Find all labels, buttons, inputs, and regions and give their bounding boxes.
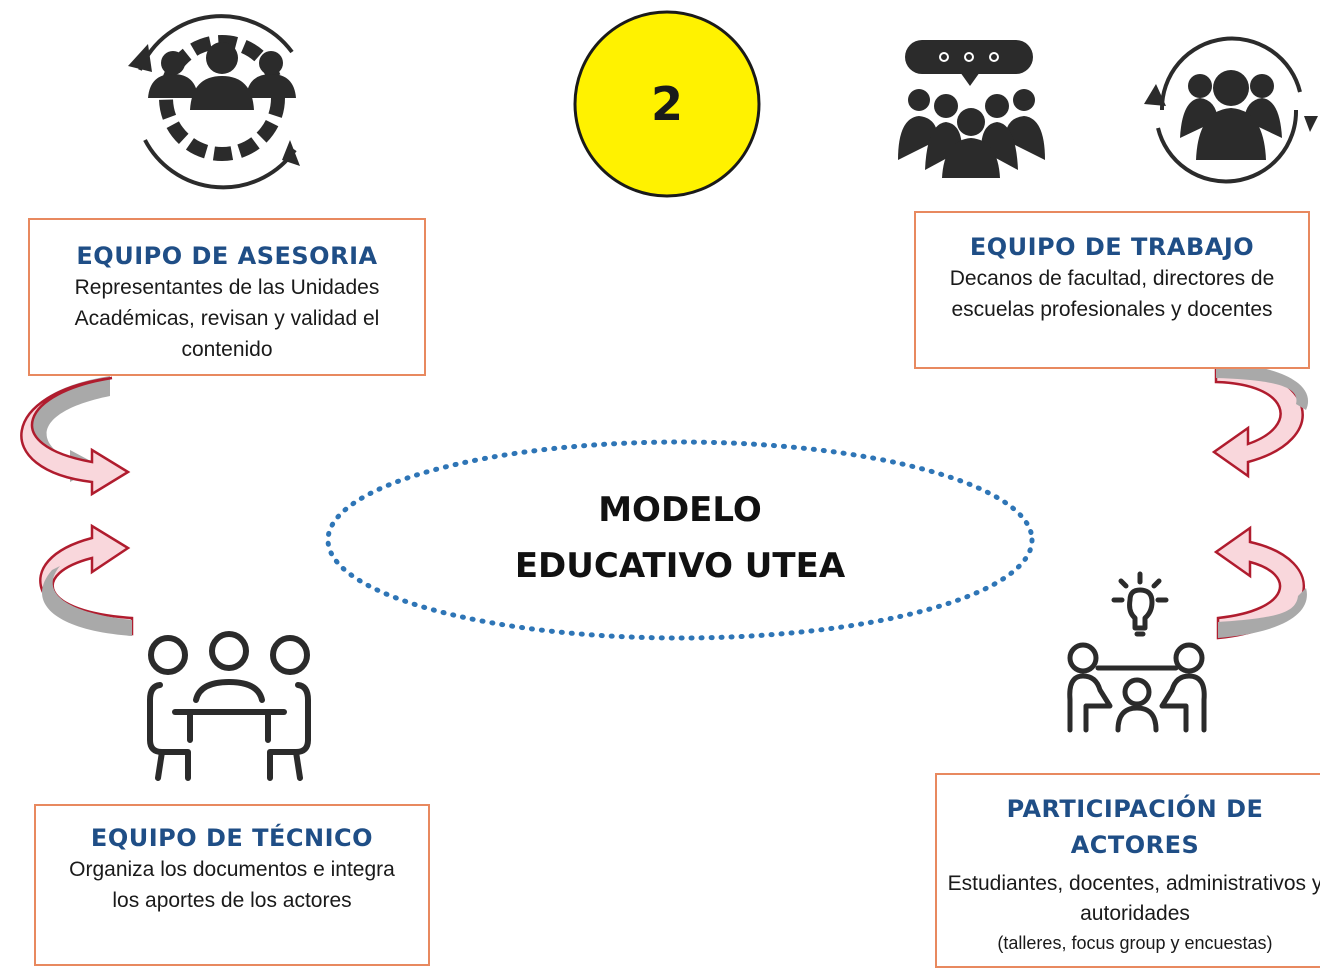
step-number: 2 — [650, 77, 683, 131]
team-note: (talleres, focus group y encuestas) — [997, 933, 1273, 953]
curved-arrow-right-bottom — [1213, 525, 1307, 640]
team-description: Organiza los documentos e integra los ap… — [69, 858, 395, 912]
group-chat-icon — [898, 40, 1045, 178]
team-description: Estudiantes, docentes, administrativos y… — [947, 872, 1320, 925]
team-box-asesoria: EQUIPO DE ASESORIA Representantes de las… — [28, 218, 426, 376]
center-title-line2: EDUCATIVO UTEA — [514, 546, 846, 586]
team-box-actores: PARTICIPACIÓN DE ACTORES Estudiantes, do… — [935, 773, 1320, 968]
step-circle — [573, 10, 761, 198]
team-title: EQUIPO DE TRABAJO — [969, 233, 1255, 261]
team-description: Representantes de las Unidades Académica… — [74, 276, 380, 361]
team-title: EQUIPO DE ASESORIA — [76, 242, 378, 270]
center-ellipse — [325, 439, 1035, 641]
meeting-table-icon — [147, 631, 311, 781]
curved-arrow-left-bottom — [39, 523, 134, 636]
group-cycle-icon — [1144, 36, 1318, 184]
team-title: PARTICIPACIÓN DE ACTORES — [1006, 795, 1264, 859]
center-title-line1: MODELO — [598, 490, 762, 530]
curved-arrow-left-top — [20, 376, 131, 497]
center-title: MODELO EDUCATIVO UTEA — [470, 482, 890, 594]
team-description: Decanos de facultad, directores de escue… — [949, 267, 1275, 321]
team-box-trabajo: EQUIPO DE TRABAJO Decanos de facultad, d… — [914, 211, 1310, 369]
team-gear-cycle-icon — [128, 14, 300, 190]
team-title: EQUIPO DE TÉCNICO — [90, 824, 374, 852]
team-box-tecnico: EQUIPO DE TÉCNICO Organiza los documento… — [34, 804, 430, 966]
curved-arrow-right-top — [1211, 360, 1309, 479]
idea-meeting-icon — [1067, 571, 1207, 733]
